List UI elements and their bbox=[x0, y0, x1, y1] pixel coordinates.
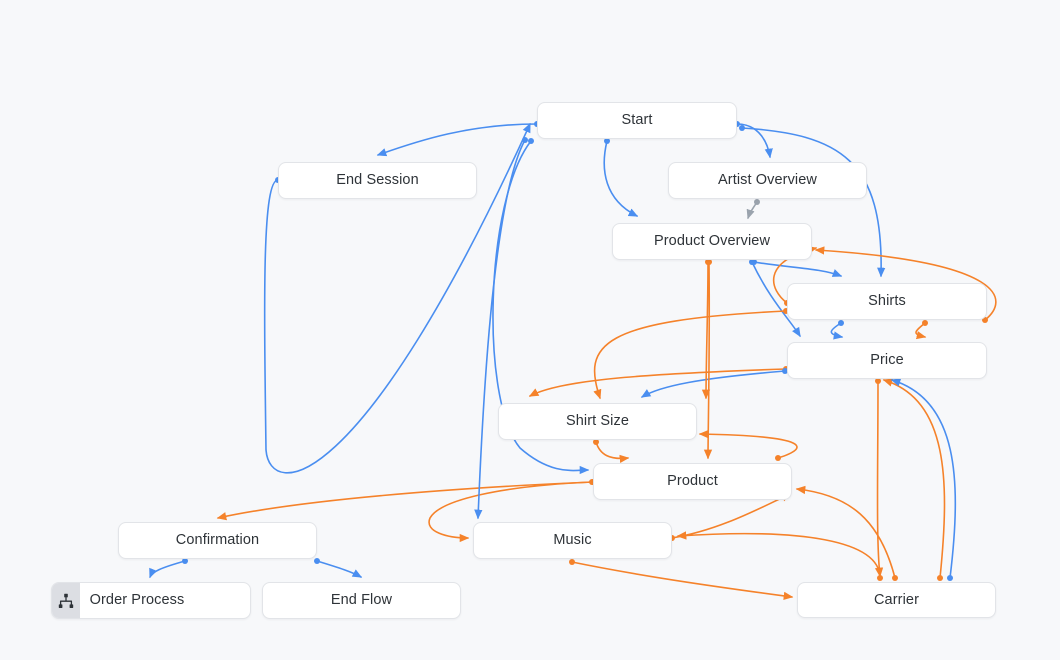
flow-node-artist-overview[interactable]: Artist Overview bbox=[668, 162, 867, 199]
node-label: Shirt Size bbox=[565, 413, 630, 430]
flow-node-price[interactable]: Price bbox=[787, 342, 987, 379]
flow-node-end-flow[interactable]: End Flow bbox=[262, 582, 461, 619]
node-label: Music bbox=[553, 532, 592, 549]
node-label: Shirts bbox=[868, 293, 906, 310]
flow-node-start[interactable]: Start bbox=[537, 102, 737, 139]
flow-node-product-overview[interactable]: Product Overview bbox=[612, 223, 812, 260]
node-label: Carrier bbox=[873, 591, 919, 608]
flow-node-confirmation[interactable]: Confirmation bbox=[118, 522, 317, 559]
flow-node-carrier[interactable]: Carrier bbox=[797, 582, 996, 618]
node-label: Product bbox=[667, 473, 718, 490]
node-label: End Session bbox=[336, 172, 419, 189]
node-label: Price bbox=[870, 352, 904, 369]
node-label: End Flow bbox=[330, 592, 393, 609]
node-label: Artist Overview bbox=[718, 172, 817, 189]
flow-node-shirts[interactable]: Shirts bbox=[787, 283, 987, 320]
node-label: Product Overview bbox=[653, 233, 771, 250]
node-label: Start bbox=[621, 112, 653, 129]
flow-node-order-process[interactable]: Order Process bbox=[51, 582, 251, 619]
sitemap-icon bbox=[52, 583, 80, 618]
flow-node-end-session[interactable]: End Session bbox=[278, 162, 477, 199]
node-label: Order Process bbox=[89, 592, 185, 609]
flow-node-product[interactable]: Product bbox=[593, 463, 792, 500]
flow-node-shirt-size[interactable]: Shirt Size bbox=[498, 403, 697, 440]
flow-node-music[interactable]: Music bbox=[473, 522, 672, 559]
node-label: Confirmation bbox=[175, 532, 260, 549]
